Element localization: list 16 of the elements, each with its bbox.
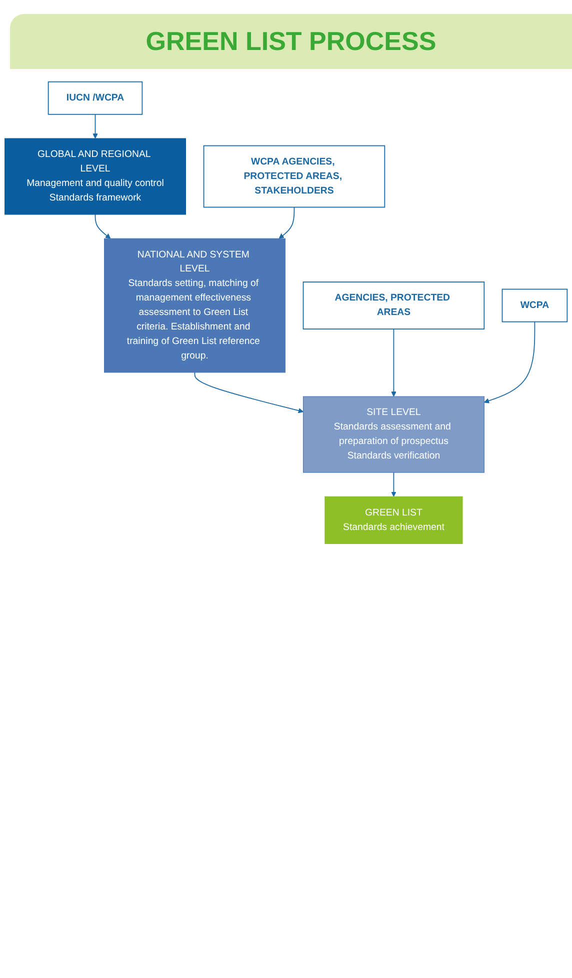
arrow xyxy=(278,206,295,239)
arrow xyxy=(92,114,98,139)
node-box: NATIONAL AND SYSTEM LEVEL Standards setting, matching of management effectiveness assessment to Green List criteria. Establishment and training of Green List reference group. xyxy=(104,238,286,373)
node-box: WCPA xyxy=(502,288,568,322)
node-box: SITE LEVEL Standards assessment and preparation of prospectus Standards verification xyxy=(302,396,484,473)
arrow xyxy=(391,472,396,497)
node-box: AGENCIES, PROTECTED AREAS xyxy=(302,282,485,330)
node-box: GLOBAL AND REGIONAL LEVEL Management and quality control Standards framework xyxy=(4,138,186,215)
arrow xyxy=(94,214,111,239)
title-banner: GREEN LIST PROCESS xyxy=(10,14,572,69)
node-box: WCPA AGENCIES, PROTECTED AREAS, STAKEHOLDERS xyxy=(203,145,386,208)
arrow xyxy=(391,328,396,397)
arrow xyxy=(194,372,304,414)
node-box: GREEN LIST Standards achievement xyxy=(324,496,463,544)
arrow xyxy=(484,321,536,404)
node-box: IUCN /WCPA xyxy=(48,81,143,115)
